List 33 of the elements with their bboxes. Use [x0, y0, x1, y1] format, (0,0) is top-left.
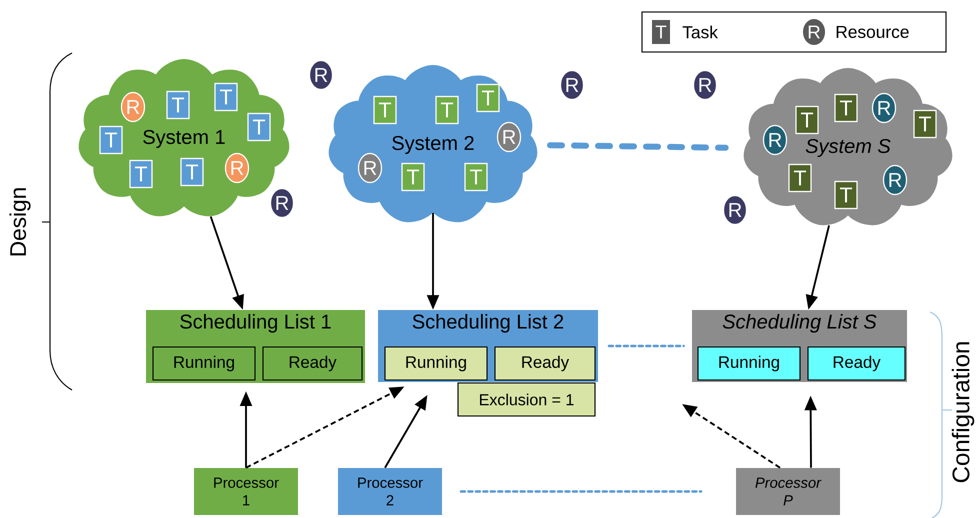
task-box: T [834, 180, 858, 210]
task-box: T [373, 96, 397, 124]
queue-box: Ready [494, 346, 596, 381]
task-box: T [180, 158, 204, 186]
task-box: T [166, 90, 190, 120]
task-box: T [476, 84, 500, 112]
connector-line [547, 142, 729, 151]
task-box: T [129, 160, 153, 188]
processor-box: Processor P [736, 468, 840, 515]
side-label: Design [9, 188, 31, 256]
queue-box: Running [152, 346, 256, 381]
task-box: T [788, 164, 812, 192]
task-box: T [464, 162, 488, 192]
task-box: T [435, 96, 459, 124]
side-label: Configuration [952, 342, 974, 482]
queue-box: Ready [807, 346, 906, 381]
task-box: T [401, 162, 425, 192]
task-box: T [795, 106, 819, 134]
task-box: T [214, 82, 238, 112]
legend-text: Task [682, 26, 718, 38]
task-box: T [99, 126, 123, 154]
queue-box: Ready [262, 346, 363, 381]
task-box: T [834, 94, 858, 122]
queue-box: Running [384, 346, 488, 381]
queue-box: Running [697, 346, 801, 381]
exclusion-box: Exclusion = 1 [457, 382, 596, 417]
task-box: T [913, 110, 937, 138]
task-box: T [247, 112, 271, 142]
processor-box: Processor 2 [338, 468, 442, 515]
processor-box: Processor 1 [194, 468, 298, 515]
legend-text: Resource [836, 26, 909, 38]
connector-line [460, 490, 702, 493]
connector-line [608, 344, 685, 348]
